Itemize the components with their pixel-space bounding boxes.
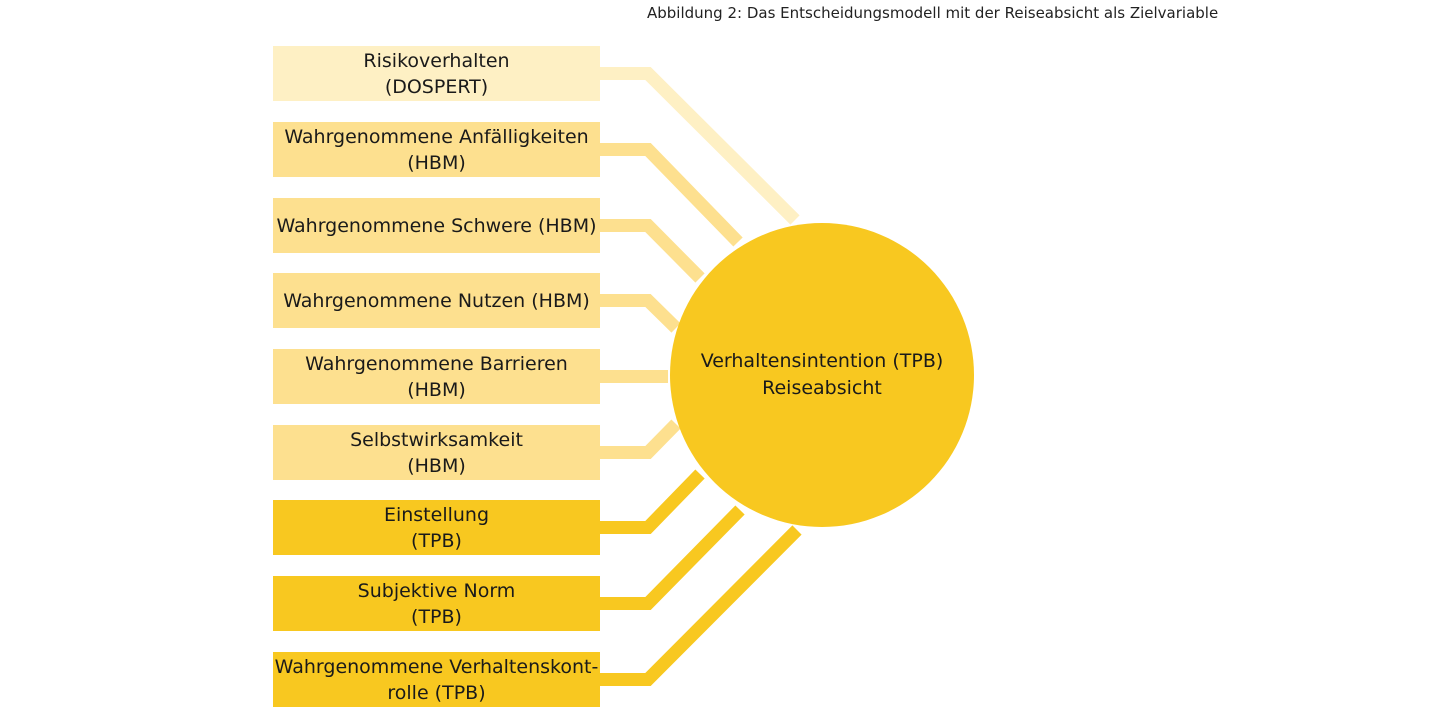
factor-label-line2: (HBM) — [407, 454, 466, 477]
factor-label-line2: rolle (TPB) — [387, 681, 486, 704]
factor-label-line1: Risikoverhalten — [363, 49, 510, 72]
target-label-line2: Reiseabsicht — [762, 377, 882, 399]
factor-label-line1: Wahrgenommene Nutzen (HBM) — [283, 289, 590, 312]
factor-label-line1: Wahrgenommene Schwere (HBM) — [276, 214, 597, 237]
factor-label-line2: (DOSPERT) — [384, 75, 489, 98]
connector-line — [600, 419, 681, 459]
factor-box: Wahrgenommene Verhaltenskont-rolle (TPB) — [273, 652, 600, 707]
target-label-line1: Verhaltensintention (TPB) — [700, 350, 944, 372]
factor-box: Wahrgenommene Nutzen (HBM) — [273, 273, 600, 328]
factor-label-line1: Wahrgenommene Verhaltenskont- — [274, 655, 599, 678]
factor-label-line2: (HBM) — [407, 151, 466, 174]
factor-label-line2: (TPB) — [411, 605, 462, 628]
connector-line — [600, 469, 705, 534]
connector-line — [600, 67, 800, 225]
connector-line — [600, 505, 745, 610]
connector-line — [600, 219, 705, 283]
factor-box: Wahrgenommene Schwere (HBM) — [273, 198, 600, 253]
target-node: Verhaltensintention (TPB) Reiseabsicht — [670, 223, 974, 527]
factor-label-line1: Selbstwirksamkeit — [350, 428, 523, 451]
factor-label-line1: Subjektive Norm — [357, 579, 516, 602]
factor-label-line2: (TPB) — [411, 529, 462, 552]
factor-box: Subjektive Norm (TPB) — [273, 576, 600, 631]
factor-label-line1: Wahrgenommene Barrieren (HBM) — [305, 352, 568, 401]
figure-caption: Abbildung 2: Das Entscheidungsmodell mit… — [647, 4, 1219, 22]
factor-label-line1: Einstellung — [383, 503, 490, 526]
factor-box: Wahrgenommene Barrieren (HBM) — [273, 349, 600, 404]
factor-box: Risikoverhalten (DOSPERT) — [273, 46, 600, 101]
factor-label-line1: Wahrgenommene Anfälligkeiten — [284, 125, 589, 148]
connector-line — [600, 143, 743, 247]
factor-box: Einstellung (TPB) — [273, 500, 600, 555]
factor-box: Wahrgenommene Anfälligkeiten (HBM) — [273, 122, 600, 177]
factor-box: Selbstwirksamkeit (HBM) — [273, 425, 600, 480]
connector-line — [600, 525, 802, 686]
connector-line — [600, 294, 681, 333]
